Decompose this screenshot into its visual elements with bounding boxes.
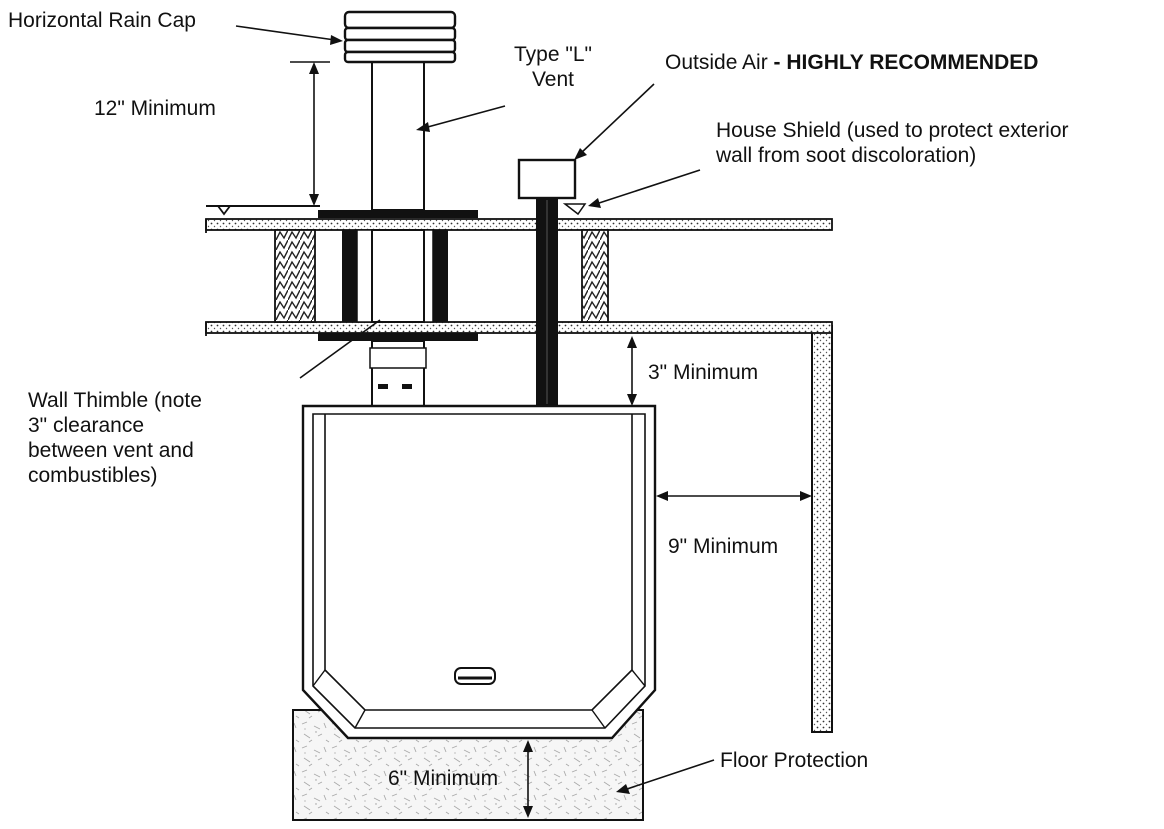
outside-air-text: Outside Air (665, 51, 768, 74)
house-shield-label: House Shield (used to protect exterior w… (716, 119, 1069, 167)
dimension-3-inch (627, 336, 637, 406)
dimension-6-inch (523, 740, 533, 818)
right-wall (811, 325, 833, 733)
min-9-label: 9" Minimum (668, 535, 779, 558)
rain-cap-label: Horizontal Rain Cap (8, 9, 196, 32)
min-6-label: 6" Minimum (388, 767, 499, 790)
leader-lines (235, 25, 715, 794)
dimension-9-inch (656, 491, 812, 501)
type-l-vent-label: Type "L" Vent (514, 43, 592, 91)
stove-body (301, 404, 657, 740)
min-3-label: 3" Minimum (648, 361, 759, 384)
dimension-12-inch (290, 61, 330, 206)
floor-protection-label: Floor Protection (720, 749, 869, 772)
outside-air-emphasis: HIGHLY RECOMMENDED (786, 51, 1039, 74)
outside-air-intake (517, 158, 587, 406)
outside-air-separator: - (767, 51, 787, 74)
min-12-label: 12" Minimum (94, 97, 216, 120)
outside-air-label: Outside Air - HIGHLY RECOMMENDED (665, 50, 1038, 75)
type-l-vent-pipe (369, 61, 427, 408)
horizontal-rain-cap (343, 10, 457, 64)
exterior-wall (205, 205, 833, 336)
wall-thimble-label: Wall Thimble (note 3" clearance between … (28, 389, 202, 487)
